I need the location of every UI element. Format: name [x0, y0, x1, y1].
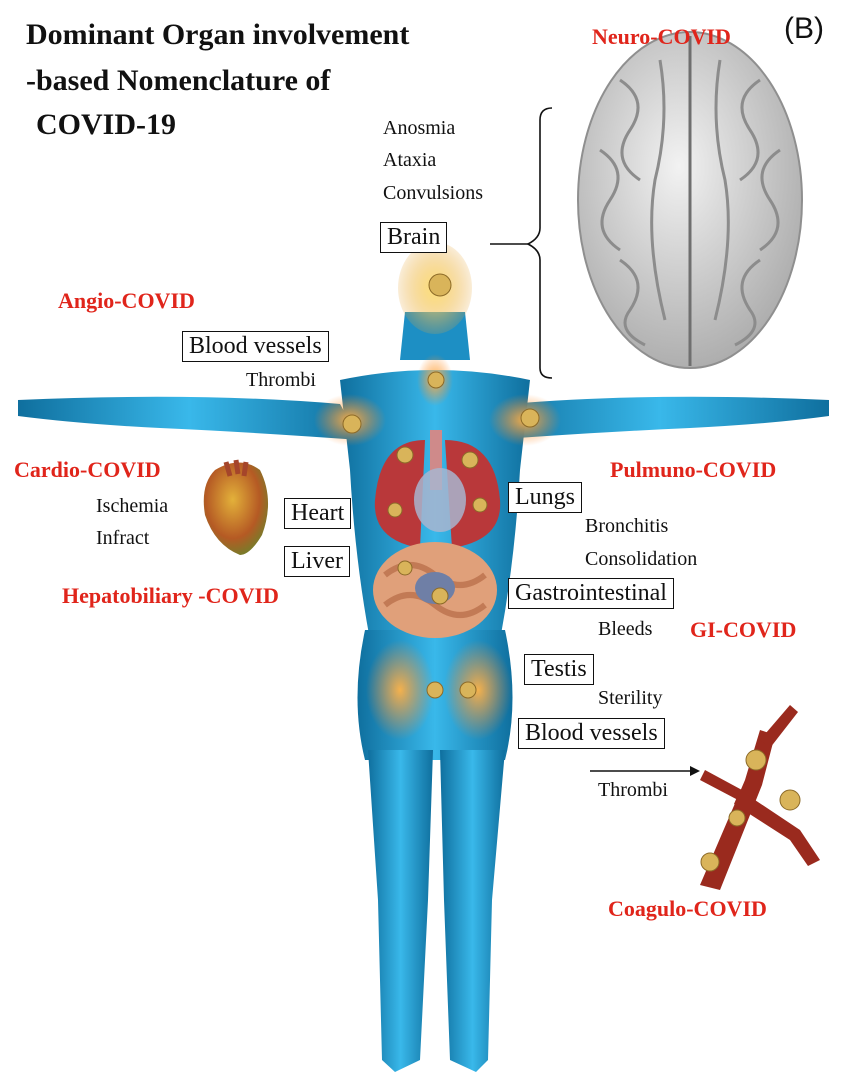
label-coagulo-covid: Coagulo-COVID — [608, 898, 767, 920]
organ-box-brain: Brain — [380, 222, 447, 253]
organ-box-blood-vessels-upper: Blood vessels — [182, 331, 329, 362]
brain-illustration — [578, 32, 802, 368]
label-hepatobiliary-covid: Hepatobiliary -COVID — [62, 585, 279, 607]
organ-box-gastrointestinal: Gastrointestinal — [508, 578, 674, 609]
title-line-1: Dominant Organ involvement — [26, 20, 409, 50]
label-cardio-covid: Cardio-COVID — [14, 459, 161, 481]
thrombi-arrow — [590, 766, 700, 776]
vessel-illustration — [700, 705, 820, 890]
symptom-anosmia: Anosmia — [383, 118, 455, 138]
symptom-bleeds: Bleeds — [598, 619, 652, 639]
symptom-sterility: Sterility — [598, 688, 662, 708]
heart-illustration — [204, 460, 268, 555]
symptom-ataxia: Ataxia — [383, 150, 436, 170]
symptom-convulsions: Convulsions — [383, 183, 483, 203]
organ-box-heart: Heart — [284, 498, 351, 529]
title-line-2: -based Nomenclature of — [26, 66, 330, 96]
organ-box-testis: Testis — [524, 654, 594, 685]
symptom-infract: Infract — [96, 528, 149, 548]
symptom-consolidation: Consolidation — [585, 549, 697, 569]
organ-box-lungs: Lungs — [508, 482, 582, 513]
label-neuro-covid: Neuro-COVID — [592, 26, 731, 48]
label-angio-covid: Angio-COVID — [58, 290, 195, 312]
label-pulmuno-covid: Pulmuno-COVID — [610, 459, 776, 481]
symptom-ischemia: Ischemia — [96, 496, 168, 516]
organ-box-liver: Liver — [284, 546, 350, 577]
organ-box-blood-vessels-lower: Blood vessels — [518, 718, 665, 749]
symptom-thrombi-upper: Thrombi — [246, 370, 316, 390]
symptom-bronchitis: Bronchitis — [585, 516, 668, 536]
brain-bracket — [490, 108, 552, 378]
panel-letter: (B) — [784, 14, 824, 44]
label-gi-covid: GI-COVID — [690, 619, 796, 641]
title-line-3: COVID-19 — [36, 110, 176, 140]
symptom-thrombi-lower: Thrombi — [598, 780, 668, 800]
